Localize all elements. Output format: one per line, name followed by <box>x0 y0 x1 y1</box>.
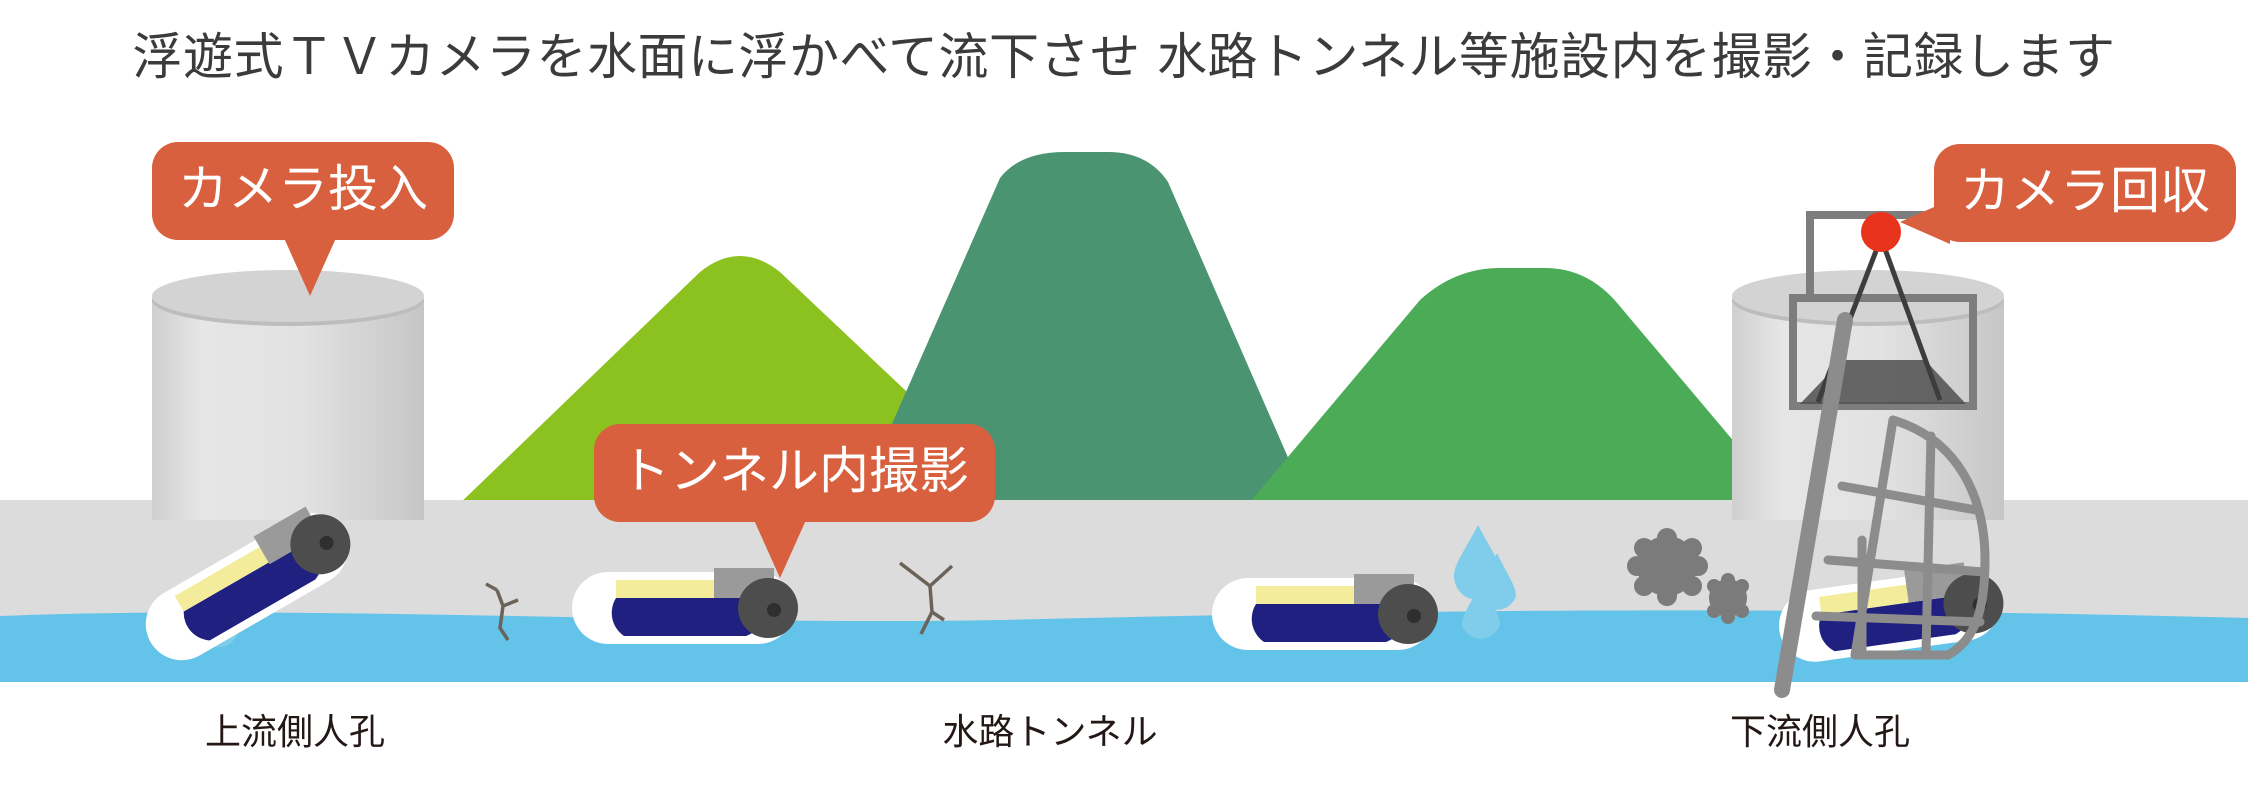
boat-drifting-2 <box>1212 574 1438 650</box>
boat-hull <box>183 537 323 641</box>
retrieval-pole <box>1774 312 1853 698</box>
crack-left <box>485 582 519 641</box>
droplet-3 <box>1462 582 1500 639</box>
boat-hull <box>1251 604 1406 642</box>
camera-lens-dot <box>1407 609 1421 623</box>
callout-tunnel-filming[interactable]: トンネル内撮影 <box>594 424 995 578</box>
callout-retrieve-label: カメラ回収 <box>1960 162 2210 220</box>
water-channel <box>0 610 2248 682</box>
callout-insert-tail <box>284 238 336 296</box>
caption-upstream-manhole: 上流側人孔 <box>204 712 385 753</box>
retrieval-net <box>1811 415 1990 660</box>
boat-drifting-1 <box>572 568 798 644</box>
manhole-upstream <box>152 270 424 520</box>
callout-tunnel-tail <box>754 520 806 578</box>
camera-lens-dot <box>767 603 781 617</box>
caption-downstream-manhole: 下流側人孔 <box>1729 712 1910 753</box>
caption-waterway-tunnel: 水路トンネル <box>942 712 1158 753</box>
pulley-red <box>1861 212 1901 252</box>
callout-insert-label: カメラ投入 <box>178 160 428 218</box>
boat-entering <box>145 506 351 661</box>
boat-hull <box>611 598 766 636</box>
crack-right <box>898 561 954 635</box>
callout-camera-insert[interactable]: カメラ投入 <box>152 142 454 296</box>
callout-retrieve-tail <box>1900 200 1950 244</box>
leak-droplets <box>1454 525 1516 639</box>
callout-tunnel-label: トンネル内撮影 <box>620 442 969 500</box>
callout-camera-retrieve[interactable]: カメラ回収 <box>1900 144 2236 244</box>
camera-lens-dot <box>319 535 334 550</box>
page-title: 浮遊式ＴＶカメラを水面に浮かべて流下させ 水路トンネル等施設内を撮影・記録します <box>132 28 2116 86</box>
hill-dark-green <box>855 152 1310 508</box>
hill-green <box>1245 268 1790 508</box>
sediment-debris <box>1627 528 1749 624</box>
